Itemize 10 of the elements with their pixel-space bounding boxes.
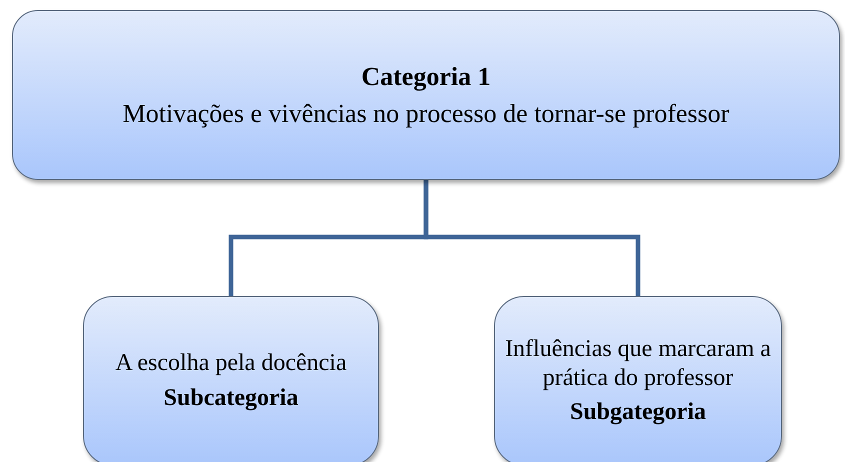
category-box bbox=[12, 10, 840, 180]
subcategory-box bbox=[494, 296, 782, 462]
connector-line bbox=[424, 180, 640, 296]
description-text: Motivações e vivências no processo de tornar-se professor bbox=[122, 98, 730, 130]
description-text: A escolha pela docência bbox=[115, 349, 347, 378]
description-text: Influências que marcaram a prática do professor bbox=[505, 334, 771, 392]
heading-text: Subgategoria bbox=[570, 398, 706, 428]
heading-text: Subcategoria bbox=[164, 384, 298, 413]
heading-text: Categoria 1 bbox=[361, 60, 491, 92]
subcategory-box bbox=[83, 296, 379, 462]
